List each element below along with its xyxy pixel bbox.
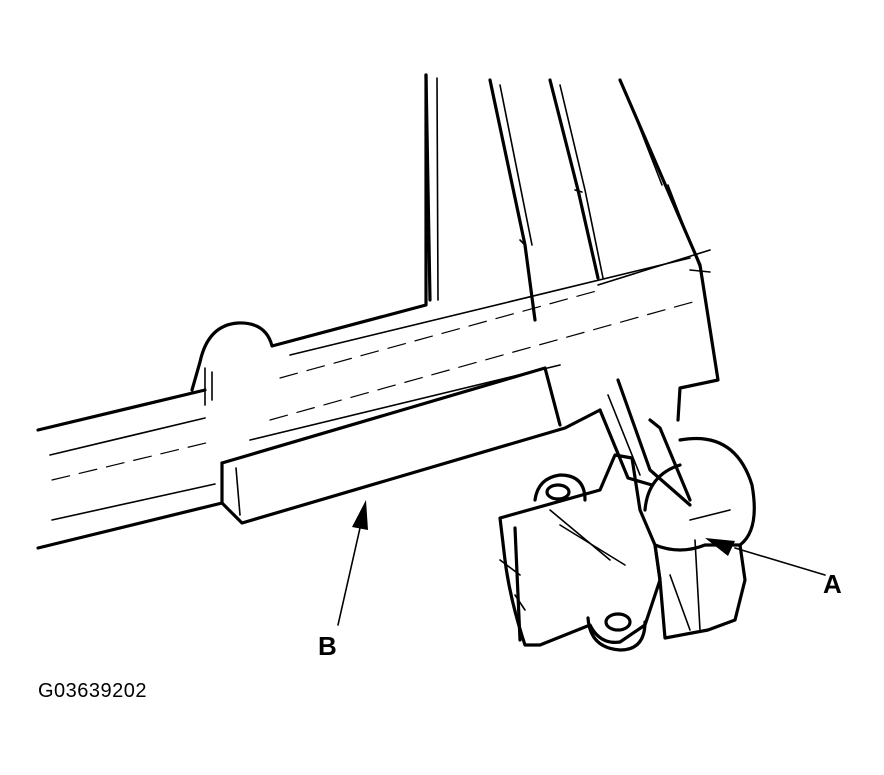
bracket-body xyxy=(190,73,701,525)
leader-arrow-a xyxy=(705,538,826,576)
leader-arrow-b xyxy=(337,500,368,626)
figure-id: G03639202 xyxy=(38,680,148,702)
callout-b: B xyxy=(318,631,337,661)
clamp-pin xyxy=(598,378,692,507)
callout-a: A xyxy=(823,569,842,599)
bracket-arms xyxy=(424,73,720,422)
mount-block xyxy=(498,453,662,652)
rod xyxy=(36,388,224,550)
collar xyxy=(643,436,756,640)
